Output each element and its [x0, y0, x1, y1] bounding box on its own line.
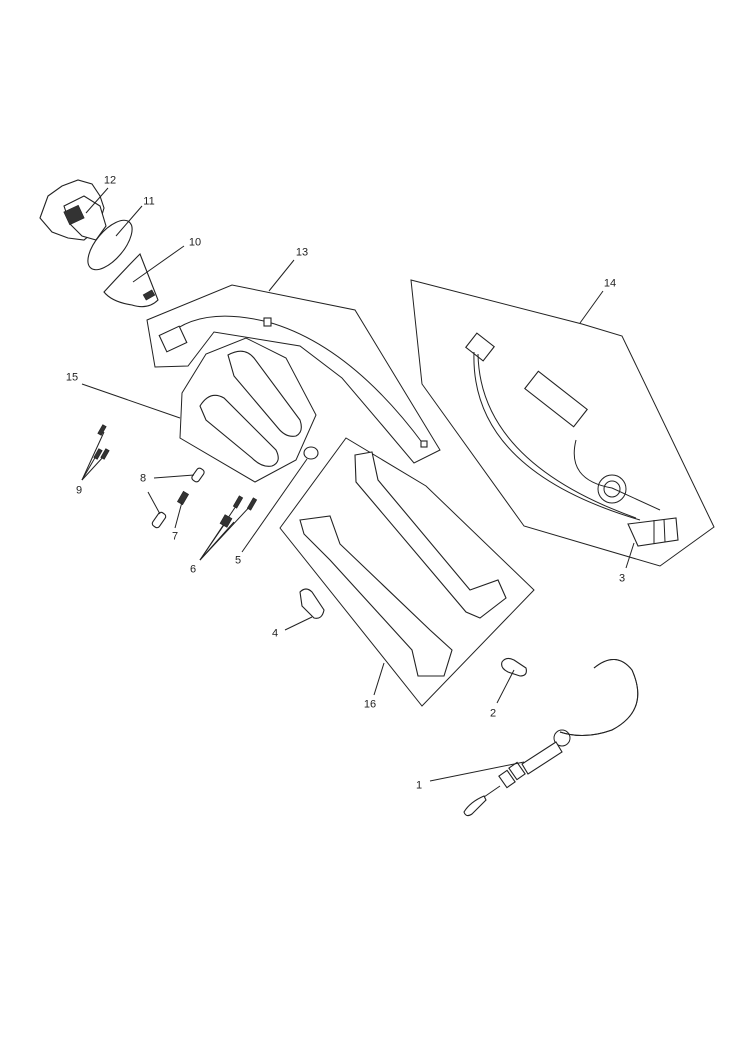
callout-9: 9 — [75, 484, 83, 497]
callout-2: 2 — [489, 707, 497, 720]
callout-11: 11 — [143, 195, 155, 208]
callout-14: 14 — [603, 277, 617, 290]
callout-3: 3 — [618, 572, 626, 585]
o-ring-part — [241, 446, 319, 553]
small-cap-part — [284, 588, 325, 631]
clip-part — [496, 657, 527, 704]
callout-12: 12 — [103, 174, 117, 187]
lanyard-hook-part — [429, 659, 639, 817]
callout-6: 6 — [189, 563, 197, 576]
switch-wiring-group — [410, 279, 715, 569]
plunger-part — [147, 467, 205, 529]
callout-10: 10 — [188, 236, 202, 249]
bezel-part — [39, 179, 109, 241]
callout-16: 16 — [363, 698, 377, 711]
callout-15: 15 — [65, 371, 79, 384]
callout-13: 13 — [295, 246, 309, 259]
wire-harness-group — [146, 259, 441, 464]
callout-1: 1 — [415, 779, 423, 792]
spring-part — [174, 490, 190, 529]
callout-5: 5 — [234, 554, 242, 567]
lens-ring-part — [87, 205, 143, 271]
callout-8: 8 — [139, 472, 147, 485]
callout-4: 4 — [271, 627, 279, 640]
grip-halves-group — [81, 337, 317, 483]
housing-halves-group — [279, 437, 535, 707]
reflector-part — [103, 245, 185, 308]
screws-set-b-part — [81, 424, 110, 481]
screws-set-a-part — [199, 495, 258, 561]
callout-7: 7 — [171, 530, 179, 543]
